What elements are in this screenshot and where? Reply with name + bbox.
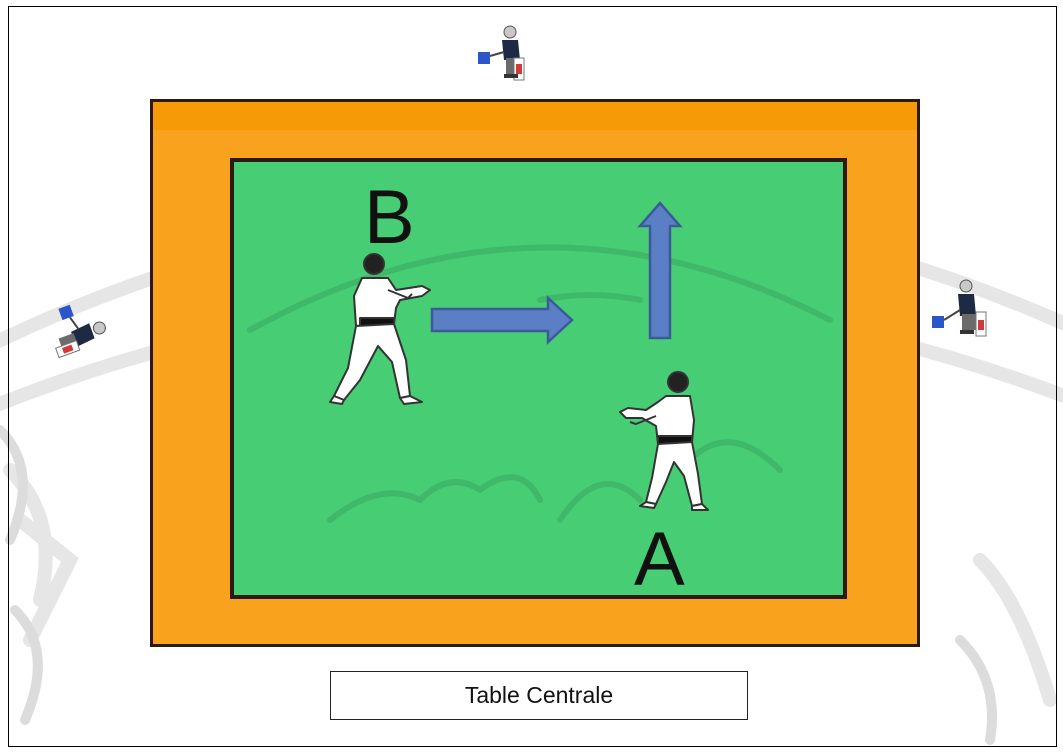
arrow-up-icon <box>640 203 680 338</box>
karateka-a-icon <box>612 370 712 516</box>
judge-left-icon <box>44 296 108 360</box>
central-table-label: Table Centrale <box>465 682 613 709</box>
central-table-box: Table Centrale <box>330 671 748 720</box>
judge-right-icon <box>926 276 990 340</box>
judge-top-icon <box>470 22 534 86</box>
karateka-b-icon <box>326 250 444 410</box>
arrow-right-icon <box>432 298 572 342</box>
